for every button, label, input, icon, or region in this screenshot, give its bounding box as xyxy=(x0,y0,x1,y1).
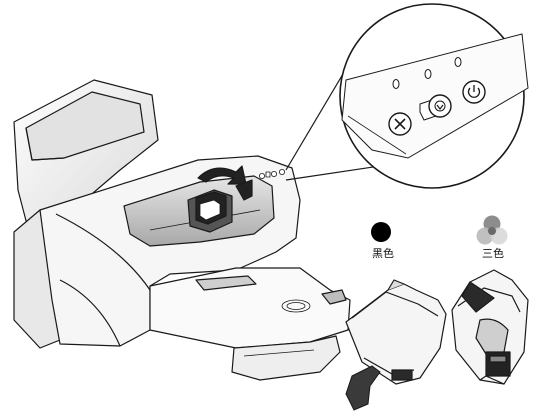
resume-button[interactable] xyxy=(429,95,451,117)
cancel-button[interactable] xyxy=(389,113,411,135)
power-button[interactable] xyxy=(463,81,485,103)
black-ink-dot xyxy=(371,222,391,242)
tricolor-ink-dots xyxy=(477,216,508,245)
protective-tape xyxy=(346,366,380,410)
black-cartridge-label: 黑色 xyxy=(372,248,394,260)
black-cartridge xyxy=(346,280,446,384)
printer xyxy=(14,80,350,380)
tricolor-cartridge-label: 三色 xyxy=(482,248,504,260)
control-panel-callout xyxy=(286,4,528,188)
tricolor-cartridge xyxy=(452,270,528,384)
